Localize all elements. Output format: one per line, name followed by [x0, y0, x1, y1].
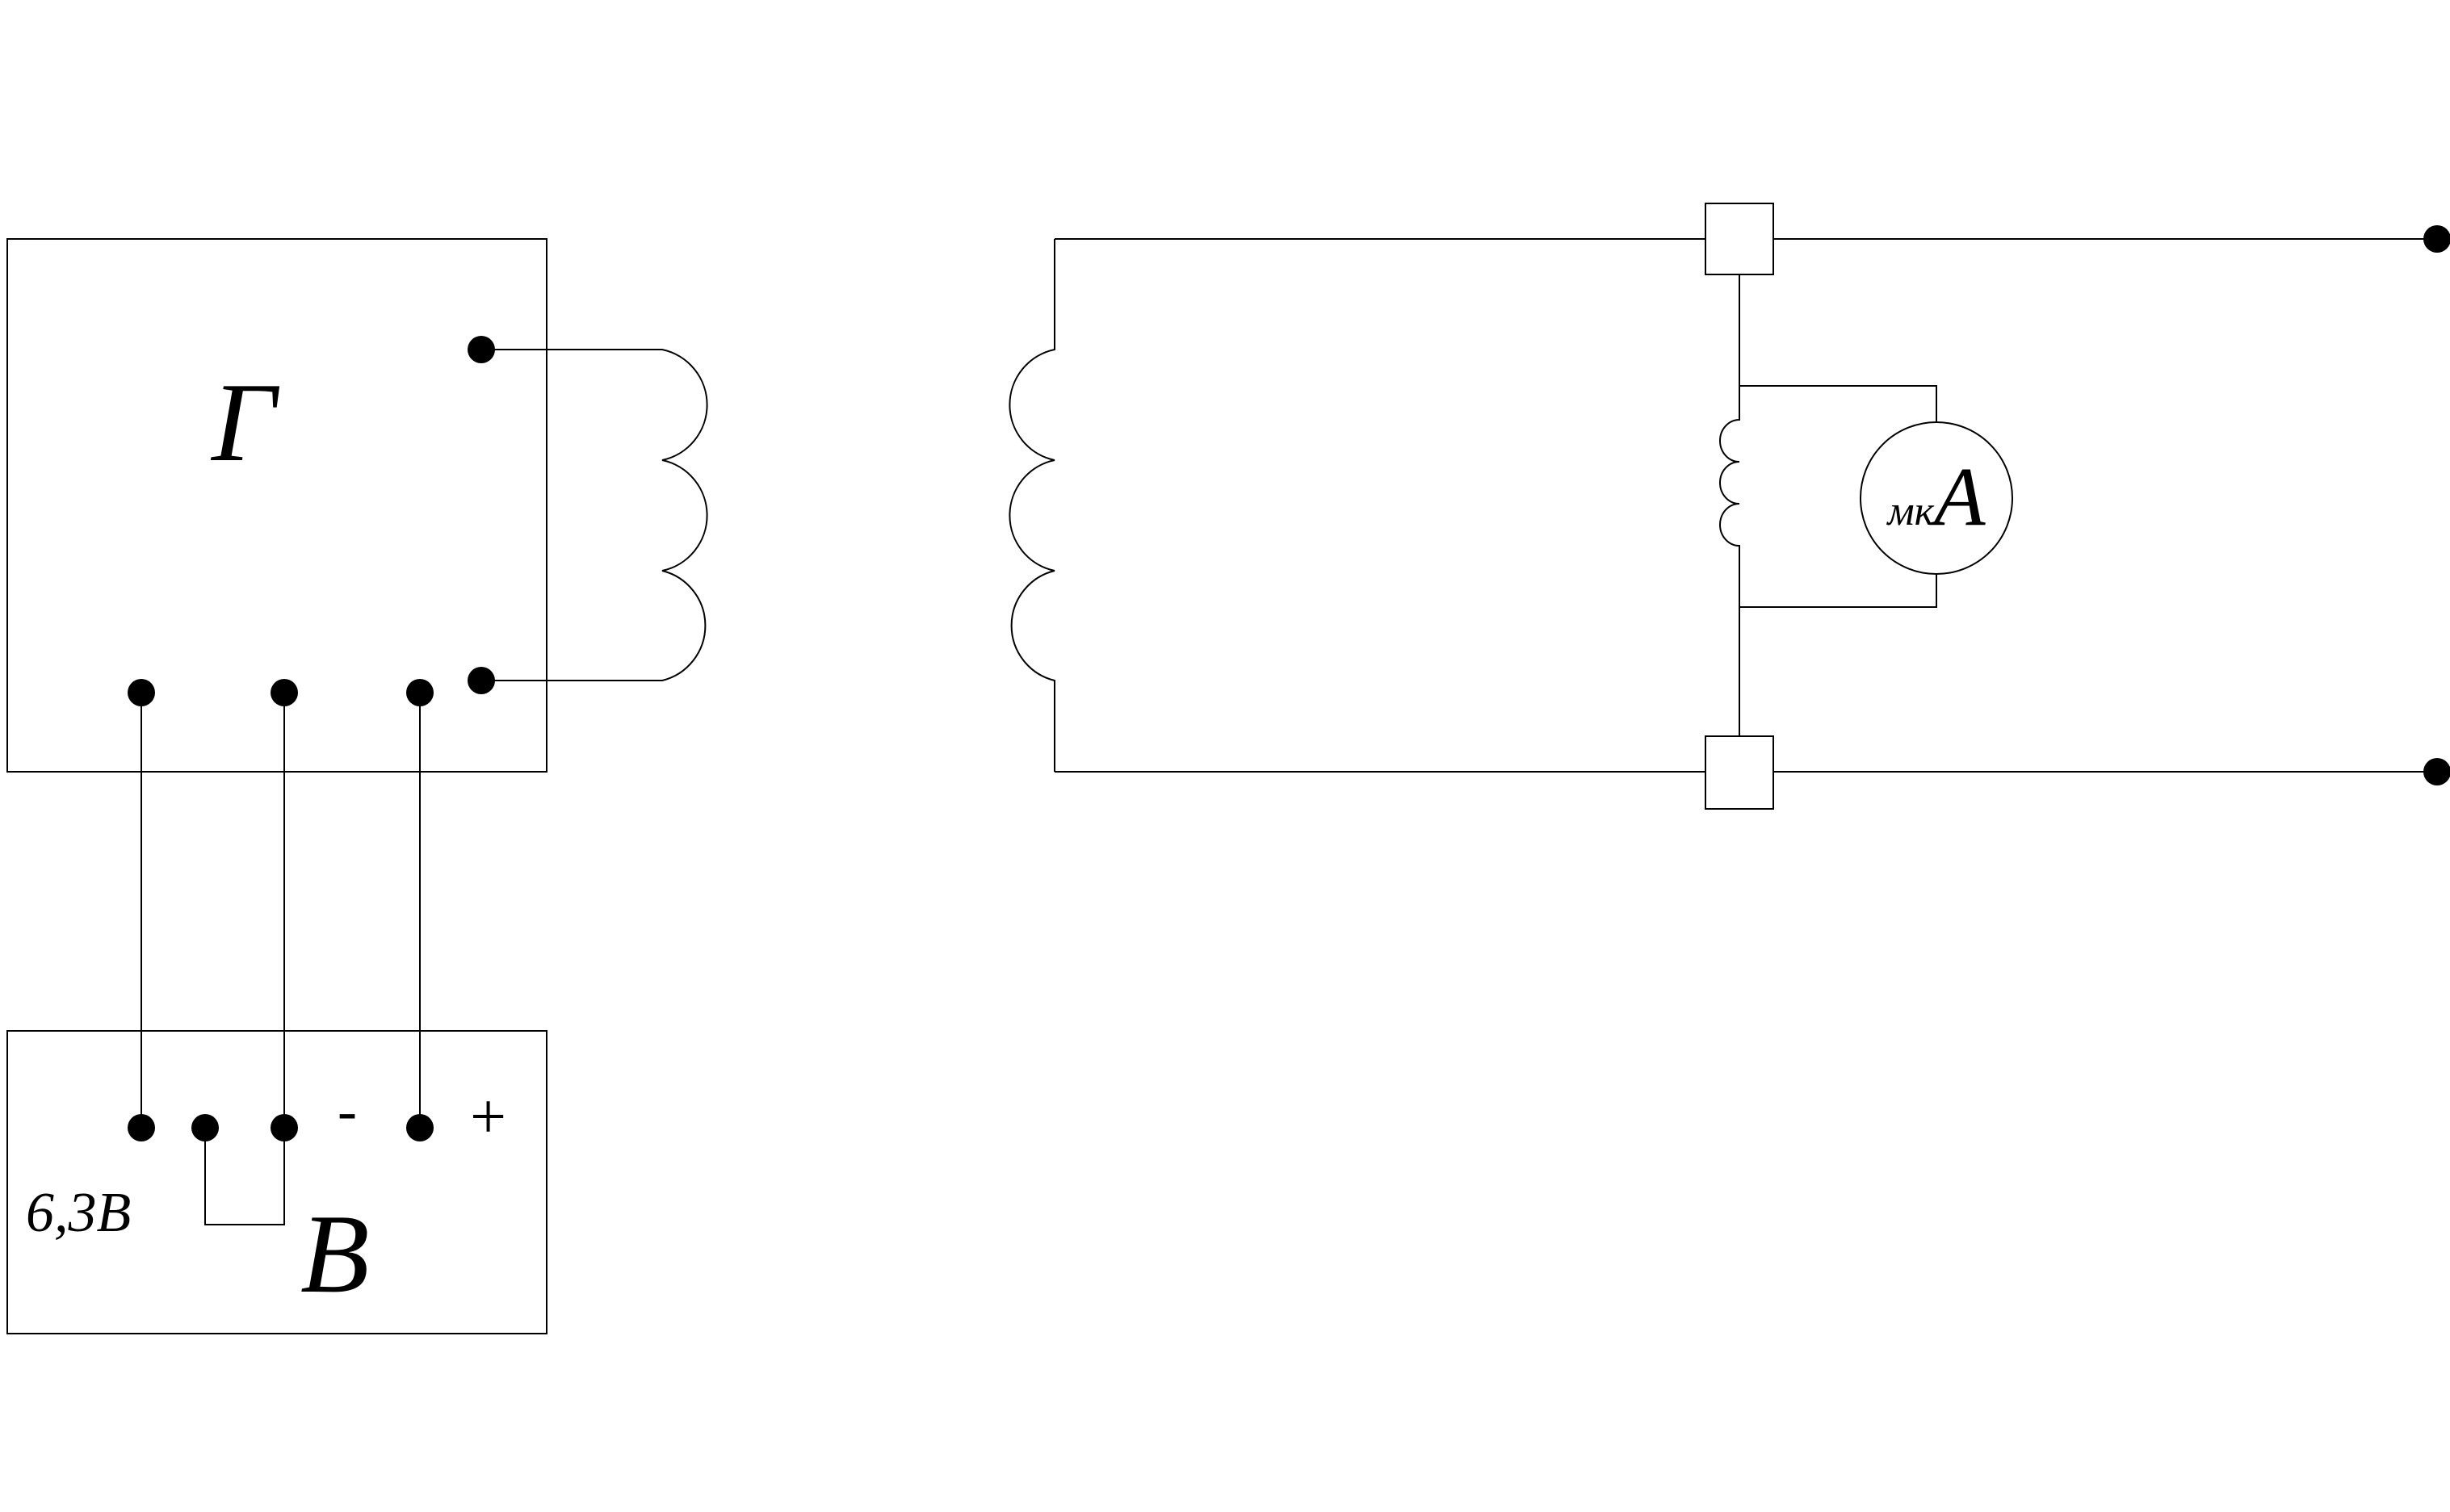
- power-wires: [141, 693, 421, 1128]
- microammeter-circle: [1860, 421, 2013, 575]
- meter-unit: А: [1929, 450, 1986, 543]
- supply-block: - + 6,3В В: [6, 1030, 547, 1334]
- primary-coil: [481, 349, 708, 681]
- generator-block: Г: [6, 238, 547, 773]
- supply-jumper: [204, 1128, 285, 1225]
- microammeter: мкА: [1860, 421, 2013, 575]
- meter-prefix: мк: [1886, 488, 1934, 534]
- generator-box: [6, 238, 547, 773]
- generator-label: Г: [210, 360, 280, 485]
- sensor-coil: [1719, 274, 1740, 736]
- output-terminal-top: [2423, 225, 2450, 253]
- microammeter-label: мкА: [1886, 450, 1986, 543]
- secondary-circuit: мкА: [1009, 203, 2450, 810]
- output-terminal-bottom: [2423, 758, 2450, 785]
- primary-coil-winding: [481, 349, 708, 681]
- secondary-coil-winding: [1009, 239, 1055, 772]
- bottom-connector-box: [1705, 735, 1774, 810]
- top-connector-box: [1705, 203, 1774, 275]
- supply-label: В: [300, 1192, 370, 1317]
- minus-label: -: [338, 1079, 357, 1143]
- voltage-label: 6,3В: [26, 1182, 131, 1244]
- plus-label: +: [470, 1082, 506, 1153]
- supply-box: [6, 1030, 547, 1334]
- meter-branch-wire: [1739, 385, 1937, 608]
